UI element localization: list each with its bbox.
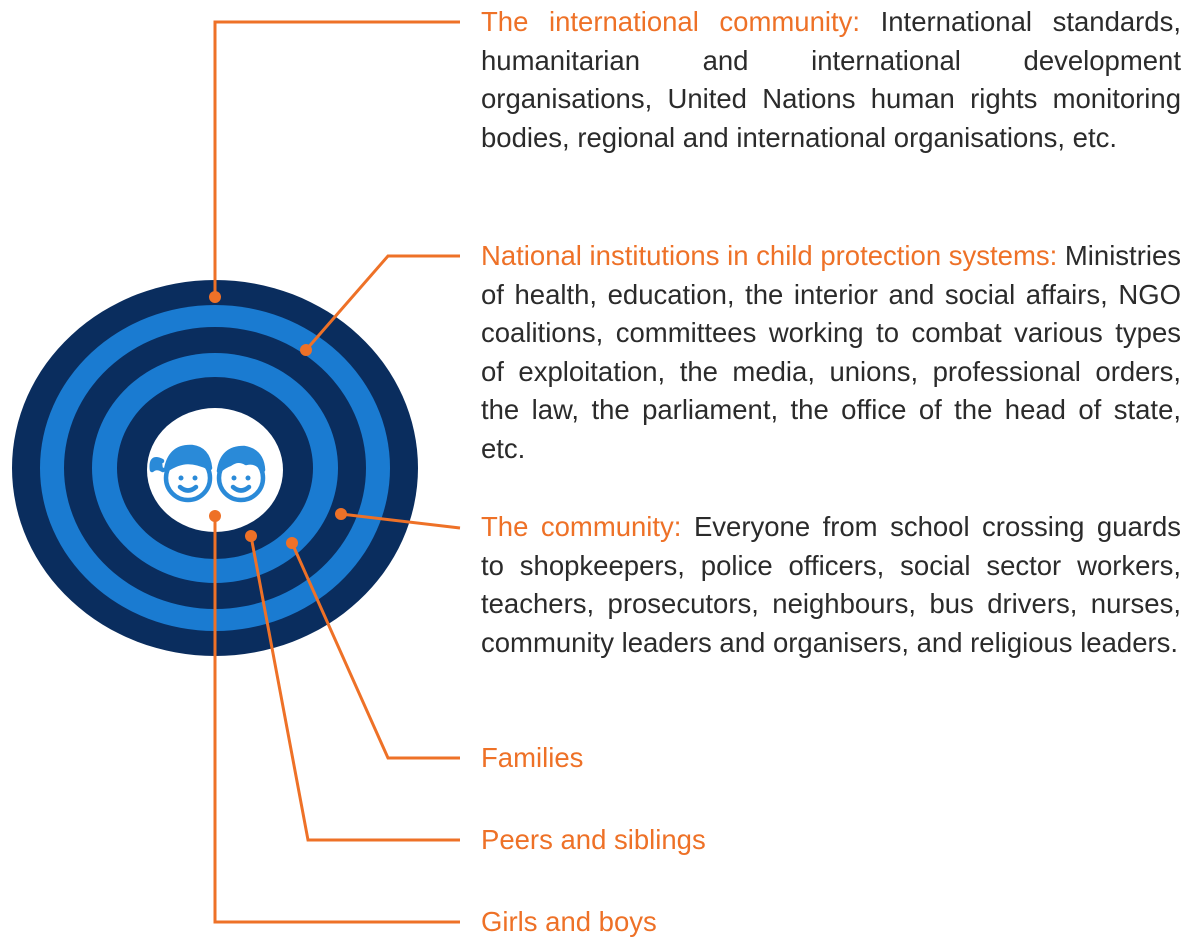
label-international: The international community: Internation… (481, 3, 1181, 157)
label-international-title: The international community: (481, 6, 861, 37)
leader-line-peers (249, 535, 460, 842)
label-national-title: National institutions in child protectio… (481, 240, 1058, 271)
label-national: National institutions in child protectio… (481, 237, 1181, 468)
leader-dot-community (335, 508, 347, 520)
leader-dot-peers (245, 530, 257, 542)
leader-dot-children (209, 510, 221, 522)
label-community-title: The community: (481, 511, 682, 542)
label-community: The community: Everyone from school cros… (481, 508, 1181, 662)
label-international-description: International standards, humanitarian an… (481, 6, 1181, 153)
leader-line-community (340, 512, 461, 530)
leader-dot-international (209, 291, 221, 303)
label-community-description: Everyone from school crossing guards to … (481, 511, 1181, 658)
label-families: Families (481, 742, 584, 773)
leader-line-families (290, 542, 460, 760)
leader-line-national (304, 254, 460, 351)
leader-dot-families (286, 537, 298, 549)
leader-line-international (213, 20, 460, 297)
label-national-description: Ministries of health, education, the int… (481, 240, 1182, 464)
label-children: Girls and boys (481, 906, 657, 937)
two-children-faces-icon (149, 444, 266, 503)
label-peers: Peers and siblings (481, 824, 706, 855)
leader-dot-national (300, 344, 312, 356)
leader-line-children (213, 516, 460, 924)
